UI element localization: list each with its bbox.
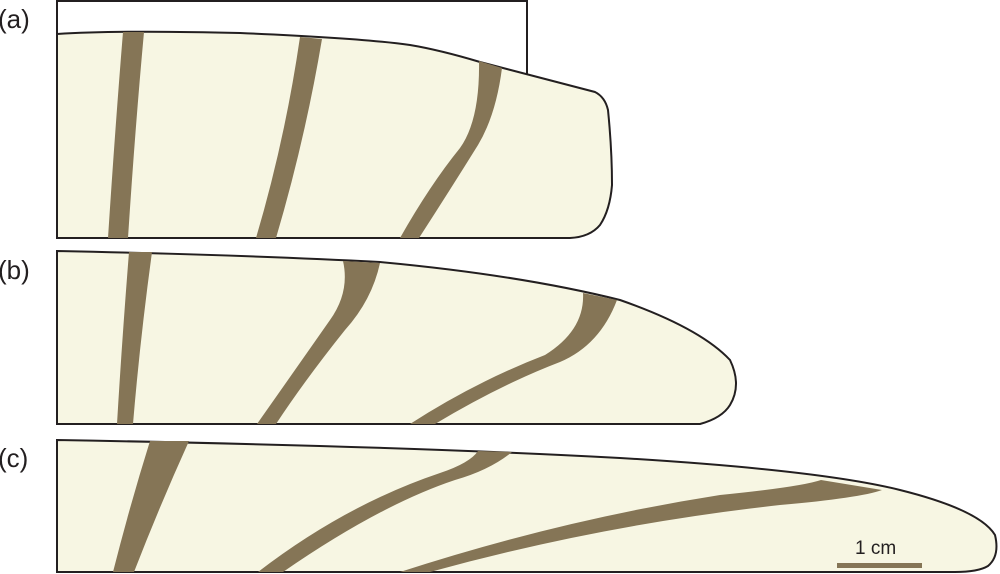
scale-bar [837, 563, 922, 568]
panel-a: (a) [0, 0, 614, 239]
panel-a-body [56, 30, 614, 239]
panel-c: (c) 1 cm [0, 438, 998, 573]
panel-c-band-2 [258, 451, 512, 572]
panel-a-band-2 [256, 37, 322, 238]
panel-a-band-3 [400, 61, 502, 238]
scale-bar-label: 1 cm [855, 538, 896, 559]
panel-b-label: (b) [0, 255, 30, 285]
panel-c-body [56, 438, 998, 573]
panel-b-band-3 [410, 293, 617, 424]
panel-c-band-3 [400, 480, 882, 572]
panel-b: (b) [0, 249, 737, 425]
panel-b-body [56, 249, 737, 425]
panel-b-band-2 [257, 261, 380, 424]
panel-c-band-1 [113, 441, 189, 572]
panel-b-band-1 [117, 252, 152, 424]
panel-a-label: (a) [0, 4, 30, 34]
panel-a-band-1 [108, 32, 144, 238]
panel-c-label: (c) [0, 443, 28, 473]
